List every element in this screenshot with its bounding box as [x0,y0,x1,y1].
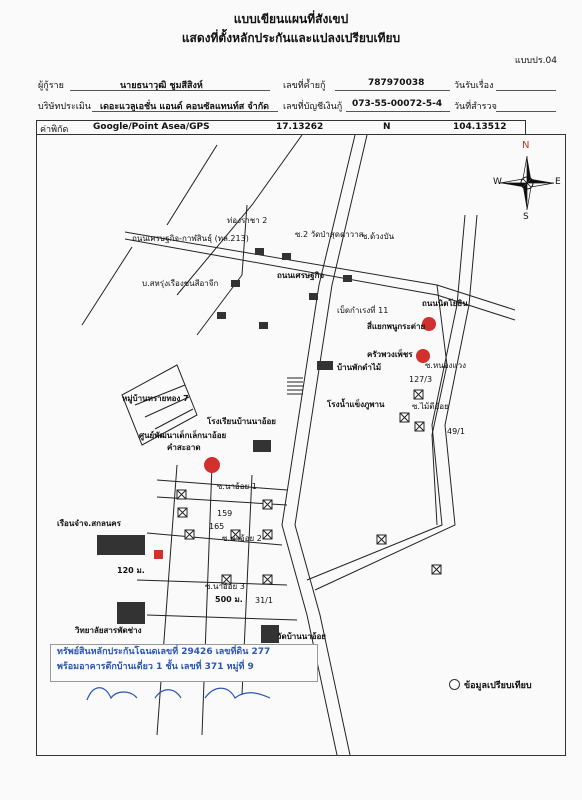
survey-date-underline [496,111,556,112]
document-title: แบบเขียนแผนที่สังเขป [233,12,349,26]
road-label-main-e: ถนนเศรษฐกิจ [277,271,325,280]
building-marker [217,312,226,319]
dist-500-label: 500 ม. [215,595,243,604]
road-label-main: ถนนเศรษฐกิจ-กาฬสินธุ์ (ทล.213) [132,234,249,243]
coord-n-letter: N [383,122,391,132]
school-top-label: ท่องราชา 2 [227,216,268,225]
school-naoi-label: โรงเรียนบ้านนาอ้อย [207,417,276,426]
building-marker [255,248,264,255]
coordinate-box [36,120,526,134]
house-127-label: 127/3 [409,375,433,384]
account-value: 073-55-00072-5-4 [352,99,443,109]
debt-no-value: 787970038 [368,78,425,88]
compass-east: E [555,177,561,187]
coord-e-value: 17.13262 [276,122,324,132]
highway-right-edge [294,135,368,755]
village-home-label: บ.สหรุ่งเรืองชนสีอาจีก [142,279,219,288]
customer-value: นายธนาวุฒิ ชูมสีสิงห์ [120,81,203,91]
house-49-label: 49/1 [447,427,465,436]
soi-3-label: ซ.นาอ้อย 3 [205,582,245,591]
center-label-2: คำสะอาด [167,443,201,452]
restaurant-label: ครัวพวงเพ็ชร [367,350,413,359]
right-road-outer [306,214,466,581]
form-code: แบบปร.04 [514,56,557,66]
main-road-bottom-edge [124,238,516,321]
diag-road-1 [176,135,303,296]
survey-date-label: วันที่สำรวจ [454,102,497,112]
soi-nong-label: ซ.หนองแวง [425,361,466,370]
customer-underline [70,90,270,91]
debt-no-label: เลขที่ค้ำยกู้ [283,81,326,91]
company-value: เดอะแวลูเอชั่น แอนด์ คอนซัลแทนท์ส จำกัด [100,102,270,112]
property-line-1: ทรัพย์สินหลักประกันโฉนดเลขที่ 29426 เลขท… [57,647,271,657]
house-31-label: 31/1 [255,596,273,605]
college-label: วิทยาลัยสารพัดช่าง [75,626,142,635]
company-label: บริษัทประเมิน [38,102,91,112]
college-building [117,602,145,624]
comparison-markers [154,317,436,559]
receive-date-underline [496,90,556,91]
cafe-building [317,361,333,370]
company-underline [92,111,278,112]
coord-source: Google/Point Asea/GPS [93,122,210,132]
soi-kham-label: ซ.ไม้ตีอ้อย [412,402,449,411]
document-subtitle: แสดงที่ตั้งหลักประกันและแปลงเปรียบเทียบ [181,31,401,45]
account-underline [346,111,450,112]
village-7-label: หมู่บ้านทรายทอง 7 [122,394,189,403]
compass-south: S [523,212,529,222]
building-marker [282,253,291,260]
house-159-label: 159 [217,509,233,518]
compass-rose [499,155,555,211]
building-marker [259,322,268,329]
map-drawing [81,135,555,755]
compass-west: W [493,177,502,187]
receive-date-label: วันรับเรื่อง [454,81,494,91]
signature-scribble [86,687,271,701]
legend-circle-icon [449,679,460,690]
wat-naoi-label: วัดบ้านนาอ้อย [277,632,326,641]
village-11-label: เบ็ดกำเรงที่ 11 [337,306,389,315]
coord-n-value: 104.13512 [453,122,507,132]
property-box: ทรัพย์สินหลักประกันโฉนดเลขที่ 29426 เลขท… [50,644,318,682]
school-building [253,440,271,452]
wat-building [261,625,279,643]
property-line-2: พร้อมอาคารตึกบ้านเดี่ยว 1 ชั้น เลขที่ 37… [57,662,254,672]
building-marker [309,293,318,300]
right-road-inner [314,214,478,591]
compass-north: N [522,140,530,151]
coord-label: ค่าพิกัด [40,125,69,135]
account-label: เลขที่บัญชีเงินกู้ [283,102,343,112]
house-165-label: 165 [209,522,225,531]
soi-2-label: ซ.นาอ้อย 2 [222,534,262,543]
prison-building [97,535,145,555]
dist-120-label: 120 ม. [117,566,145,575]
customer-label: ผู้กู้ราย [38,81,64,91]
building-marker [231,280,240,287]
road-label-diag: ซ.2 วัดป่าสุดดาวาส [295,230,364,239]
legend-label: ข้อมูลเปรียบเทียบ [464,681,532,691]
debt-no-underline [335,90,450,91]
soi-1-label: ซ.นาอ้อย 1 [217,482,257,491]
building-marker [343,275,352,282]
prison-label: เรือนจำจ.สกลนคร [57,519,121,528]
center-label: ศูนย์พัฒนาเด็กเล็กนาอ้อย [139,431,227,440]
intersection-label: สี่แยกพนูกระต่าย [367,322,426,331]
cafe-label: บ้านพักดำไม้ [337,363,382,372]
water-plant-label: โรงน้ำแข็งภูพาน [327,400,385,409]
road-label-right: ถนนนิตโยธิน [422,299,468,308]
road-label-top-right: ซ.ด้วงบัน [362,232,395,241]
